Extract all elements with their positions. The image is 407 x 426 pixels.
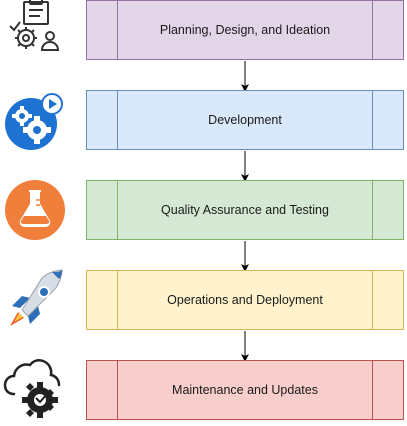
box-divider-left — [117, 91, 118, 149]
stage-label-maintenance: Maintenance and Updates — [172, 383, 318, 397]
box-divider-right — [372, 1, 373, 59]
stage-label-planning: Planning, Design, and Ideation — [159, 23, 331, 37]
planning-gears-icon — [9, 0, 60, 51]
stage-label-development: Development — [208, 113, 282, 127]
box-divider-left — [117, 181, 118, 239]
box-divider-left — [117, 1, 118, 59]
box-divider-right — [372, 361, 373, 419]
box-divider-left — [117, 271, 118, 329]
stage-box-maintenance: Maintenance and Updates — [86, 360, 404, 420]
rocket-icon — [10, 269, 63, 326]
stage-box-development: Development — [86, 90, 404, 150]
stage-label-testing: Quality Assurance and Testing — [161, 203, 329, 217]
development-gears-icon — [5, 93, 63, 150]
lab-flask-icon — [5, 180, 65, 240]
stage-box-planning: Planning, Design, and Ideation — [86, 0, 404, 60]
stage-box-deployment: Operations and Deployment — [86, 270, 404, 330]
box-divider-right — [372, 181, 373, 239]
box-divider-right — [372, 271, 373, 329]
stage-box-testing: Quality Assurance and Testing — [86, 180, 404, 240]
box-divider-right — [372, 91, 373, 149]
stage-label-deployment: Operations and Deployment — [167, 293, 323, 307]
box-divider-left — [117, 361, 118, 419]
cloud-gear-icon — [3, 358, 61, 418]
